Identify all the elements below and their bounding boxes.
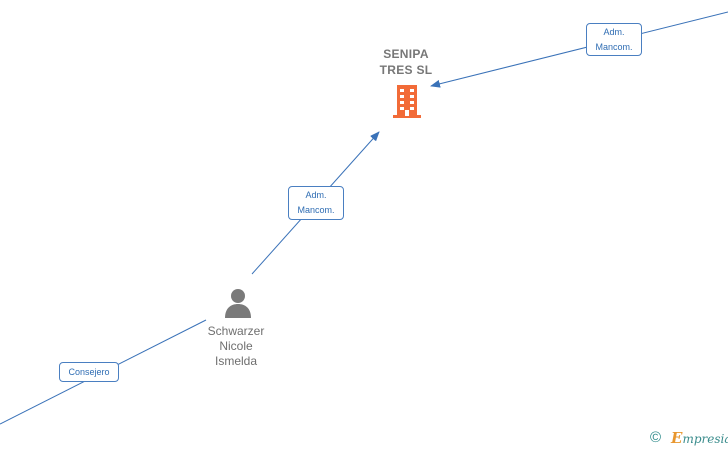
relation-label-line2: Mancom. [595,42,633,52]
company-name-line1: SENIPA [383,47,429,61]
edge-top-right-to-company [430,11,728,88]
relation-label-line1: Adm. [305,190,327,200]
relation-label-adm-mancom-top[interactable]: Adm. Mancom. [586,23,642,56]
person-name-line2: Nicole [219,339,253,353]
company-name-line2: TRES SL [379,63,433,77]
person-icon[interactable] [222,287,254,319]
person-name-line3: Ismelda [214,354,258,368]
relation-label-consejero[interactable]: Consejero [59,362,119,382]
company-name[interactable]: SENIPA TRES SL [350,46,462,78]
brand-rest: mpresia [682,432,728,446]
relation-label-line1: Adm. [603,27,625,37]
relation-label-line1: Consejero [68,367,110,377]
person-name[interactable]: Schwarzer Nicole Ismelda [186,324,286,369]
copyright-icon: © [650,429,662,446]
relation-label-line2: Mancom. [297,205,335,215]
person-name-line1: Schwarzer [207,324,265,338]
empresia-logo[interactable]: Empresia [671,430,728,447]
relation-label-adm-mancom-middle[interactable]: Adm. Mancom. [288,186,344,220]
building-icon[interactable] [391,83,423,119]
brand-initial: E [671,429,683,447]
